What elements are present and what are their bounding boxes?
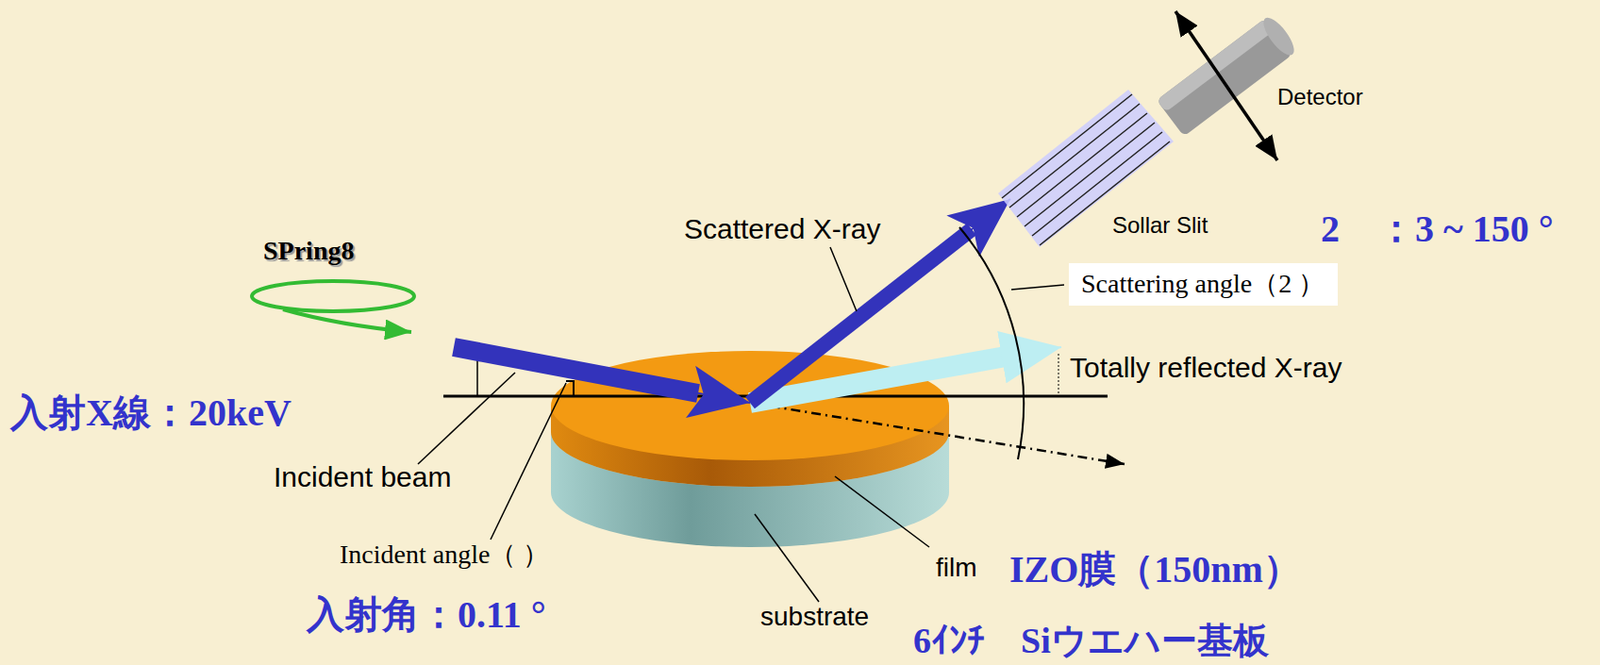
energy-note: 入射X線：20keV [10,391,292,435]
angle-tick [476,358,479,397]
angle-tick [566,381,574,397]
angle-label-box: Scattering angle（2 ） [1068,263,1338,306]
detector-cylinder [1156,13,1300,136]
part-label: Totally reflected X-ray [1069,351,1342,385]
part-label: Incident angle（ ） [339,539,550,570]
reflected-beam [1000,347,1062,358]
scattered-beam [750,229,972,403]
source-name: SPring8 [263,235,354,267]
part-label: film [935,552,978,584]
part-label: Incident beam [273,461,451,495]
storage-ring [251,281,415,333]
angle-note: 入射角：0.11 ° [306,593,547,637]
angle-range-note: 2 ：3 ~ 150 ° [1320,207,1554,251]
part-label: substrate [760,601,869,633]
incident-beam [453,347,699,394]
part-label: Scattered X-ray [683,213,881,247]
angle-tick [1058,353,1060,395]
film-note: IZO膜（150nm） [1009,548,1301,592]
part-label: Detector [1277,83,1364,111]
direct-beam-line [750,402,1125,465]
incident-beam [688,391,750,403]
detector-motion-arrow [1175,11,1278,161]
part-label: Sollar Slit [1112,212,1208,239]
substrate-note: 6ｲﾝﾁ Siウエハー基板 [913,620,1269,663]
scattered-beam [962,199,1011,237]
angle-arc [959,227,1024,460]
box-text: Scattering angle（2 ） [1081,268,1326,300]
